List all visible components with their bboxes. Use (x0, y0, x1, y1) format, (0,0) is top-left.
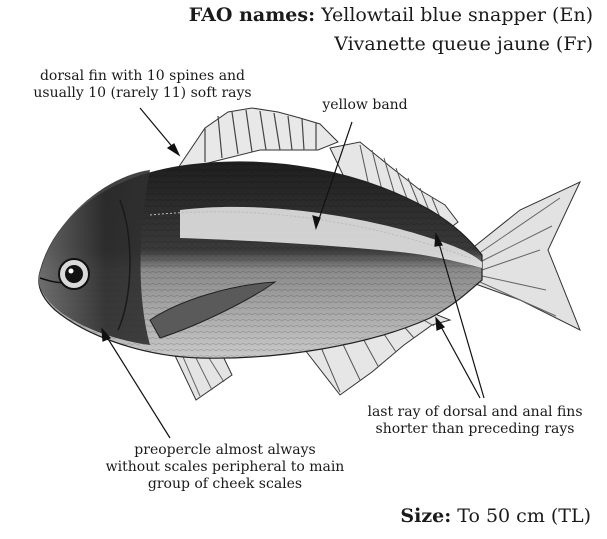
annotation-dorsal-fin-line-2: usually 10 (rarely 11) soft rays (0, 85, 285, 102)
annotation-preopercle-line-2: without scales peripheral to main (80, 459, 370, 476)
annotation-preopercle-line-1: preopercle almost always (80, 442, 370, 459)
annotation-last-ray: last ray of dorsal and anal fins shorter… (330, 404, 607, 438)
caudal-fin (470, 182, 580, 330)
leader-dorsal (140, 108, 175, 150)
annotation-preopercle: preopercle almost always without scales … (80, 442, 370, 493)
annotation-last-ray-line-2: shorter than preceding rays (330, 421, 607, 438)
annotation-dorsal-fin: dorsal fin with 10 spines and usually 10… (0, 68, 285, 102)
size-label: Size: (400, 505, 451, 527)
size-value: To 50 cm (TL) (457, 505, 591, 527)
annotation-preopercle-line-3: group of cheek scales (80, 476, 370, 493)
leader-last-anal-ray (439, 323, 480, 398)
annotation-yellow-band: yellow band (290, 97, 440, 114)
size-info: Size: To 50 cm (TL) (400, 505, 591, 527)
eye (59, 259, 89, 289)
arrowhead-dorsal (168, 144, 179, 155)
dorsal-fin (178, 108, 338, 168)
annotation-last-ray-line-1: last ray of dorsal and anal fins (330, 404, 607, 421)
annotation-dorsal-fin-line-1: dorsal fin with 10 spines and (0, 68, 285, 85)
